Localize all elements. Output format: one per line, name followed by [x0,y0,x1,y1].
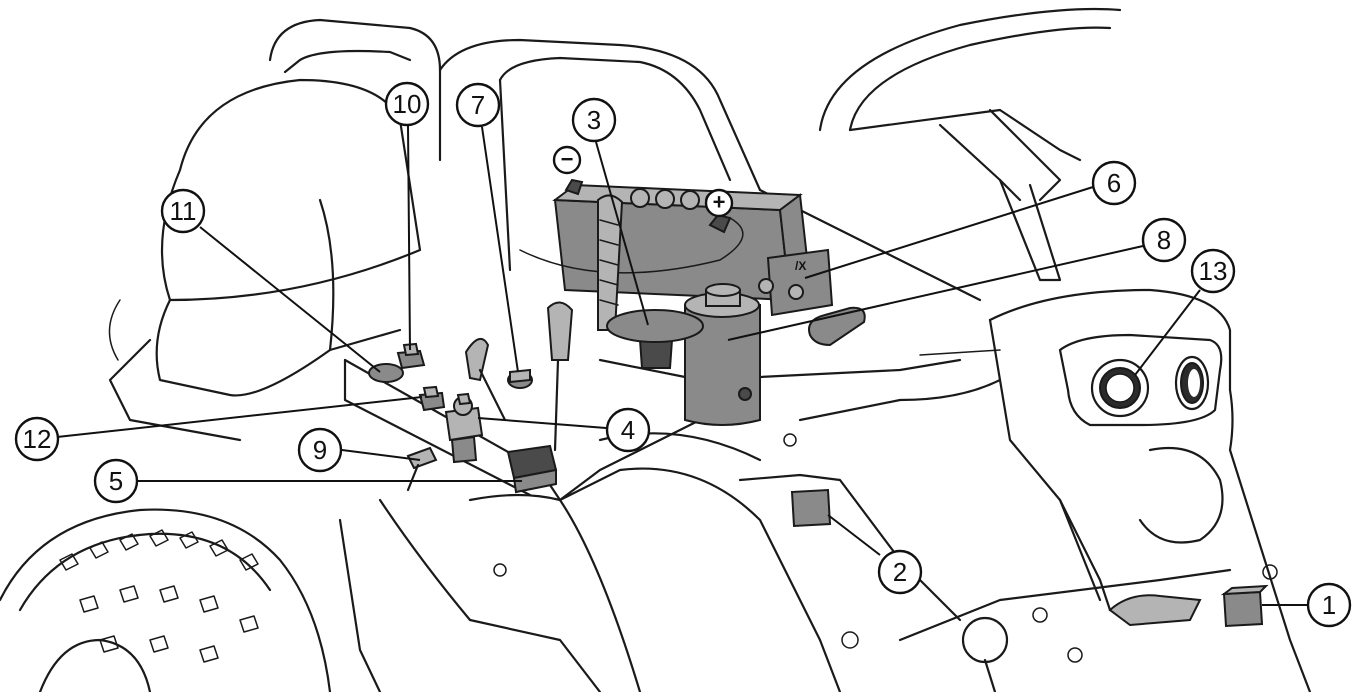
battery-positive-sign: + [704,188,734,218]
negative-symbol: − [561,147,574,172]
callout-label: 3 [587,105,601,135]
callout-7: 7 [455,82,501,128]
callout-label: 12 [23,424,52,454]
callout-label: 2 [893,557,907,587]
seat-illustration [108,18,442,442]
fuel-pump-hose [546,194,624,452]
callout-label: 1 [1322,590,1336,620]
callout-label: 13 [1199,256,1228,286]
front-tire-detail [493,433,1278,692]
callout-12: 12 [14,416,60,462]
callout-2: 2 [877,549,923,595]
callout-1: 1 [1306,582,1352,628]
callout-8: 8 [1141,217,1187,263]
headlights [1090,355,1210,418]
fuel-cap [606,309,704,369]
battery-negative-sign: − [552,145,582,175]
callout-label: 8 [1157,225,1171,255]
positive-symbol: + [713,190,726,215]
callout-6: 6 [1091,160,1137,206]
callout-4: 4 [605,407,651,453]
callout-label: 4 [621,415,635,445]
callout-13: 13 [1190,248,1236,294]
front-hood [988,288,1312,692]
dashboard-components [368,337,558,494]
callout-label: 6 [1107,168,1121,198]
choke-part [808,306,866,347]
callout-label: 5 [109,466,123,496]
rear-tire [0,508,332,692]
callout-label: 10 [393,89,422,119]
relay-box: /X [758,248,834,317]
callout-label: 7 [471,90,485,120]
callout-11: 11 [160,188,206,234]
callout-9: 9 [297,427,343,473]
leader-lines [56,125,1307,606]
callout-3: 3 [571,97,617,143]
fuel-filter [684,283,761,426]
callout-5: 5 [93,458,139,504]
callout-label: 9 [313,435,327,465]
steering-wheel [818,7,1122,282]
callout-label: 11 [170,196,197,226]
callout-10: 10 [384,81,430,127]
sensor-blocks [790,488,1269,628]
svg-text:/X: /X [795,259,806,273]
